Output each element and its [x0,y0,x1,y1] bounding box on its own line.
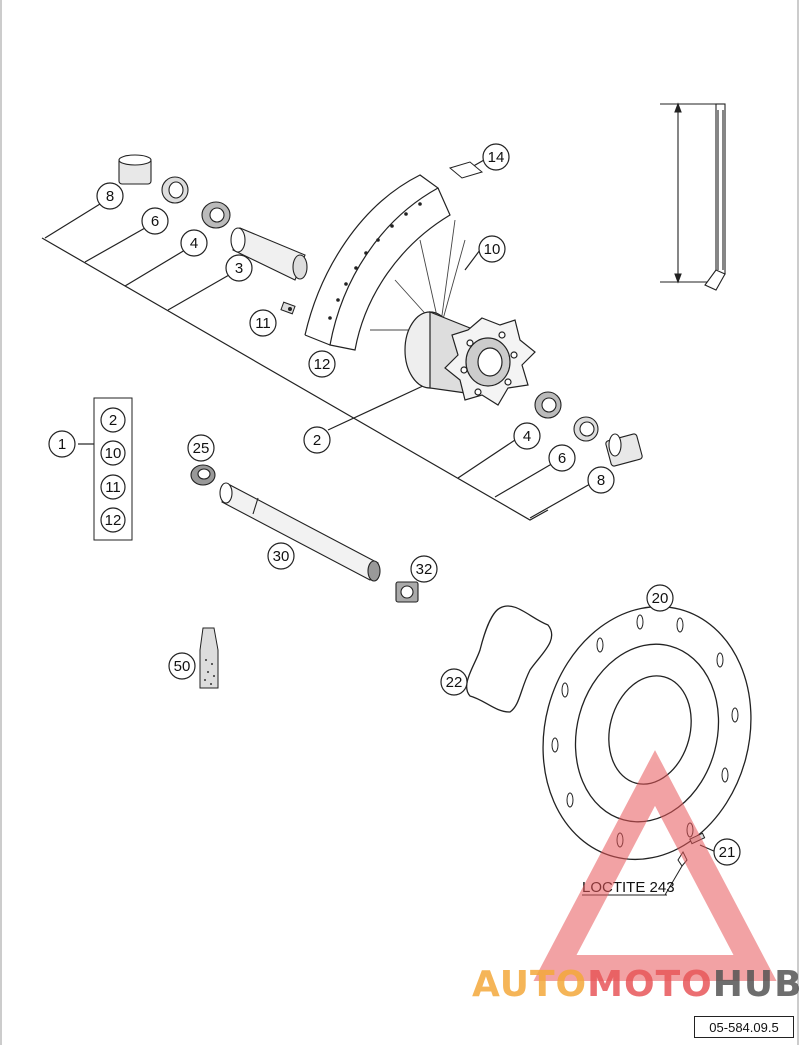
kit-item-1-circle [100,440,126,466]
callout-c8a-circle [96,182,124,210]
callout-c50-circle [168,652,196,680]
callout-c21-label: 21 [719,844,736,861]
bearing-4-upper [201,201,231,229]
kit-item-3-label: 12 [105,512,122,529]
loctite-bottle-50 [199,627,219,689]
callout-c4b-circle [513,422,541,450]
leader-3 [167,274,230,311]
leader-8b [529,483,591,519]
callout-c3-label: 3 [235,260,243,277]
callout-c6b-label: 6 [558,450,566,467]
callout-c6a-circle [141,207,169,235]
callout-c30-circle [267,542,295,570]
callout-c12-circle [308,350,336,378]
rim-sticker-14 [448,161,484,179]
leader-2 [327,384,426,431]
callout-c25-circle [187,434,215,462]
kit-item-0-circle [100,407,126,433]
kit-item-0-label: 2 [109,412,117,429]
callout-c22-circle [440,668,468,696]
callout-c8b-label: 8 [597,472,605,489]
callout-c2-label: 2 [313,432,321,449]
rim-12 [304,174,451,351]
wheel-spindle-30 [219,482,381,582]
callout-c50-label: 50 [174,658,191,675]
callout-group: 8 6 4 3 14 10 11 12 2 4 6 8 1 25 30 32 50 20 22 21 2 10 11 12 [48,143,741,866]
callout-c20-label: 20 [652,590,669,607]
kit-item-3-circle [100,507,126,533]
callout-c6b-circle [548,444,576,472]
leader-10 [464,249,481,271]
collar-nut-32 [395,581,419,603]
leader-6a [84,227,146,263]
callout-c30-label: 30 [273,548,290,565]
callout-c25-label: 25 [193,440,210,457]
seal-6-lower [573,416,599,442]
callout-c8a-label: 8 [106,188,114,205]
watermark-text: AUTOMOTOHUB [472,964,800,1005]
callout-c1-label: 1 [58,436,66,453]
leader-6b [494,461,556,498]
callout-c4a-label: 4 [190,235,198,252]
callout-c10-label: 10 [484,241,501,258]
wheel-hub [404,311,536,406]
kit-item-2-circle [100,474,126,500]
kit-item-2-label: 11 [105,479,121,496]
leader-4a [124,249,186,287]
spoke-length-gauge [660,102,726,291]
watermark-logo [533,750,777,981]
distance-sleeve-3 [230,227,308,281]
callout-c1-circle [48,430,76,458]
callout-c4a-circle [180,229,208,257]
callout-c14-label: 14 [488,149,505,166]
callout-c32-label: 32 [416,561,433,578]
brake-disc-20 [542,605,752,861]
collar-bushing-25 [190,464,216,486]
callout-c2-circle [303,426,331,454]
watermark-part3: HUB [713,964,800,1005]
callout-c12-label: 12 [314,356,331,373]
watermark-part1: AUTO [472,964,587,1005]
spacer-8-upper [118,154,152,185]
bearing-4-lower [534,391,562,419]
kit-item-1-label: 10 [105,445,122,462]
callout-c14-circle [482,143,510,171]
callout-c32-circle [410,555,438,583]
callout-c10-circle [478,235,506,263]
callout-c4b-label: 4 [523,428,531,445]
callout-c11-circle [249,309,277,337]
spacer-8-lower [605,433,643,467]
assembly-axis-line [41,237,549,521]
seal-6-upper [161,176,189,204]
callout-c3-circle [225,254,253,282]
brake-disc-carrier-22 [465,605,553,713]
leader-4b [457,439,516,479]
callout-c11-label: 11 [255,315,271,332]
callout-c22-label: 22 [446,674,463,691]
nipple-11 [280,301,296,315]
loctite-leader [664,865,683,896]
callout-c21-circle [713,838,741,866]
callout-c20-circle [646,584,674,612]
watermark-part2: MOTO [587,964,713,1005]
drawing-code-label: 05-584.09.5 [694,1016,794,1038]
callout-c6a-label: 6 [151,213,159,230]
callout-c8b-circle [587,466,615,494]
leader-8a [44,203,101,239]
